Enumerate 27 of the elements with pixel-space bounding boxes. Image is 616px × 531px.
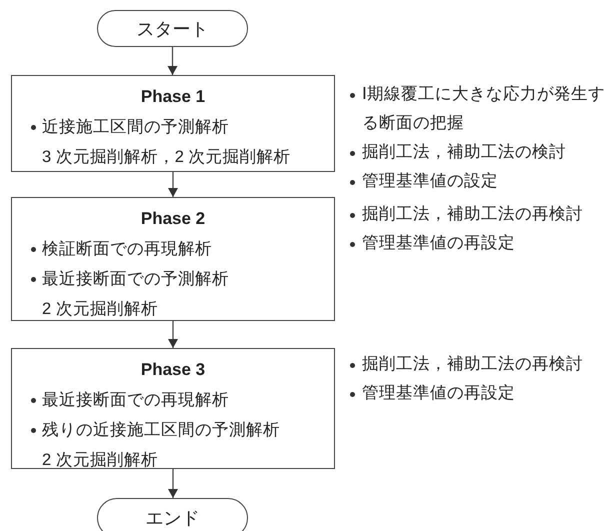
sub-item: 3 次元掘削解析，2 次元掘削解析 [41,147,292,168]
note-item: 管理基準値の再設定 [348,229,610,258]
sub-item: 2 次元掘削解析 [41,299,159,320]
terminal-pill: スタート [97,10,248,47]
terminal-pill: エンド [97,498,248,531]
process-box [11,197,335,321]
bullet-item: 検証断面での再現解析 [12,234,334,264]
bullet-item: 近接施工区間の予測解析 [12,112,334,142]
bullet-item: 残りの近接施工区間の予測解析 [12,415,334,445]
arrow [168,321,178,348]
arrow [168,47,178,75]
note-item: 管理基準値の再設定 [348,379,610,408]
phase-heading: Phase 1 [140,86,206,108]
process-box [11,348,335,469]
phase-heading: Phase 2 [140,208,206,230]
note-item: Ⅰ期線覆工に大きな応力が発生する断面の把握 [348,80,610,138]
note-item: 掘削工法，補助工法の再検討 [348,200,610,229]
process-box [11,75,335,172]
note-item: 掘削工法，補助工法の再検討 [348,350,610,379]
arrow [168,172,178,197]
bullet-item: 最近接断面での予測解析 [12,264,334,294]
arrow [168,469,178,498]
bullet-item: 最近接断面での再現解析 [12,385,334,415]
sub-item: 2 次元掘削解析 [41,450,159,471]
note-item: 掘削工法，補助工法の検討 [348,138,610,167]
phase-heading: Phase 3 [140,359,206,381]
note-item: 管理基準値の設定 [348,167,610,196]
